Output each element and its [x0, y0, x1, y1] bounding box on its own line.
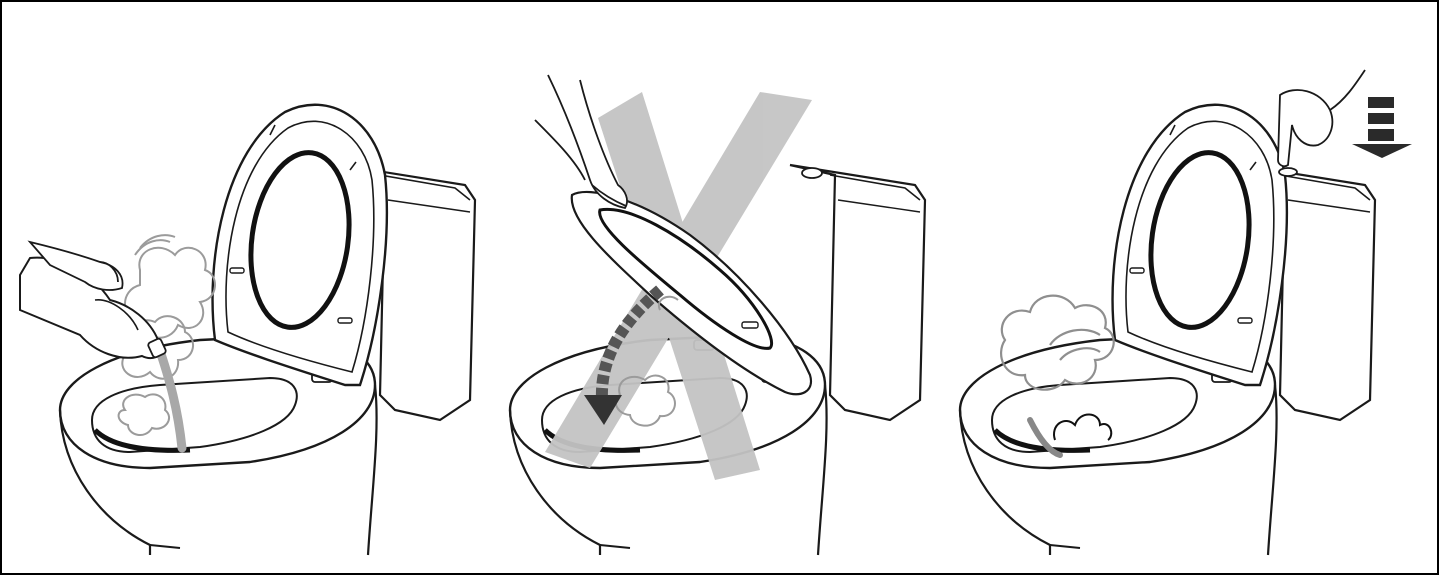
down-arrow-icon: [1352, 97, 1412, 158]
flush-button-icon: [802, 168, 822, 178]
seat-lid-icon: [213, 105, 387, 385]
panel-2: [510, 75, 925, 555]
seat-lid-icon: [1113, 105, 1287, 385]
panel-3: [960, 70, 1412, 555]
flush-button-icon: [1279, 168, 1297, 176]
hand-icon: [1278, 70, 1365, 166]
panel-1: [20, 105, 475, 555]
